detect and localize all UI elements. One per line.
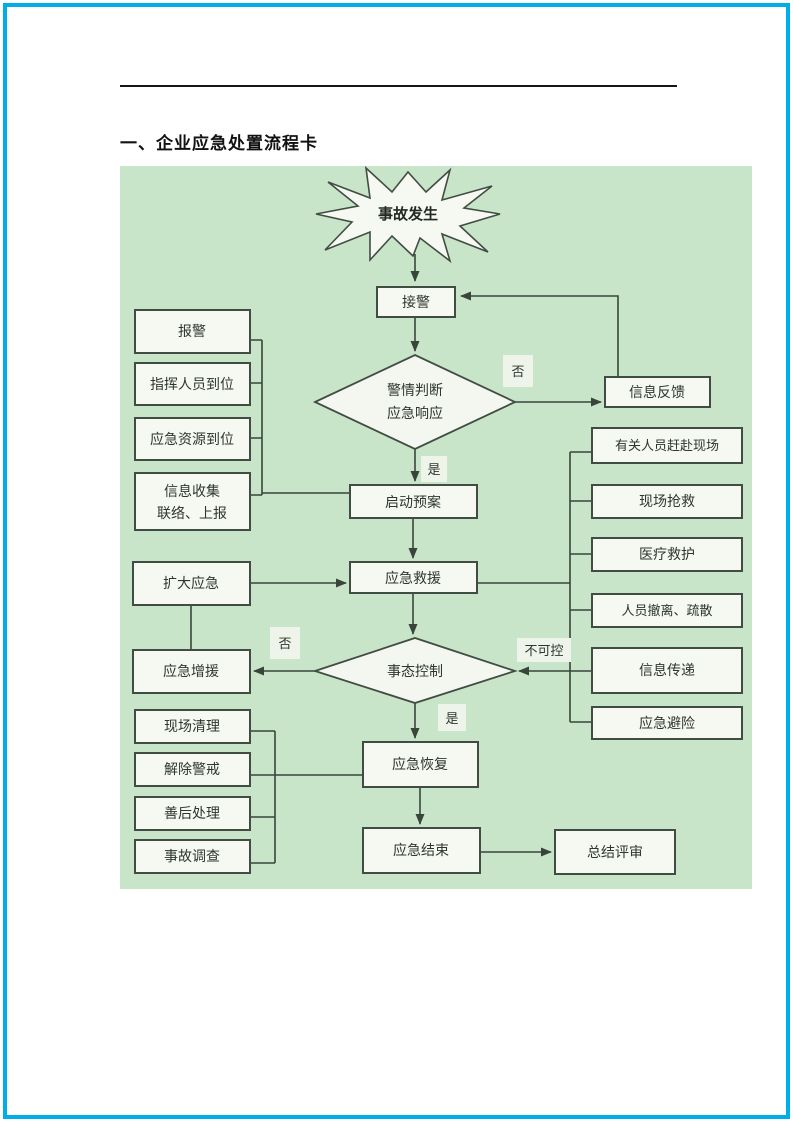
- site-rescue-label: 现场抢救: [639, 493, 695, 509]
- edge-label-no2: 否: [278, 636, 291, 651]
- node-info-collect: [134, 472, 251, 531]
- flowchart-panel: 事故发生 接警 警情判断 应急响应 否 是 启动预案 应急救援 事态控制 否 不…: [120, 166, 752, 889]
- personnel-to-site-label: 有关人员赶赴现场: [615, 438, 719, 453]
- label-bg-no2: [270, 627, 300, 659]
- decision-response-label-line1: 警情判断: [387, 382, 443, 398]
- node-commanders-in-place: [134, 362, 251, 406]
- node-review: [554, 829, 676, 875]
- edge-label-yes2: 是: [445, 711, 458, 726]
- node-rescue: [349, 561, 478, 594]
- node-reinforce: [132, 649, 251, 694]
- feedback-label: 信息反馈: [629, 384, 685, 400]
- label-bg-no1: [503, 355, 533, 387]
- evacuation-label: 人员撤离、疏散: [621, 603, 712, 618]
- risk-avoidance-label: 应急避险: [639, 715, 695, 731]
- report-label: 报警: [178, 323, 206, 339]
- node-investigation: [134, 839, 251, 874]
- expand-label: 扩大应急: [163, 575, 219, 591]
- node-site-cleanup: [134, 709, 251, 744]
- node-decision-control: [312, 637, 518, 704]
- receive-alarm-label: 接警: [402, 294, 430, 310]
- node-medical-aid: [591, 537, 743, 572]
- node-receive-alarm: [376, 286, 456, 318]
- label-bg-yes1: [421, 456, 447, 482]
- node-lift-alert: [134, 752, 251, 787]
- decision-response-label-line2: 应急响应: [387, 405, 443, 421]
- node-decision-response: [312, 354, 518, 450]
- node-feedback: [604, 376, 711, 408]
- edge-label-yes1: 是: [427, 462, 440, 477]
- node-info-transfer: [591, 647, 743, 694]
- node-site-rescue: [591, 484, 743, 519]
- lift-alert-label: 解除警戒: [164, 761, 220, 777]
- info-collect-label-line1: 信息收集: [164, 483, 220, 499]
- review-label: 总结评审: [587, 844, 643, 860]
- node-risk-avoidance: [591, 706, 743, 740]
- connector-left-group3: [250, 730, 363, 864]
- top-rule: [120, 85, 677, 87]
- recovery-label: 应急恢复: [392, 756, 448, 772]
- node-resources-in-place: [134, 417, 251, 461]
- node-start-plan: [349, 484, 478, 519]
- edge-label-no1: 否: [511, 364, 524, 379]
- node-expand: [132, 561, 251, 606]
- section-heading: 一、企业应急处置流程卡: [120, 134, 318, 153]
- label-bg-yes2: [438, 704, 466, 731]
- node-accident-burst: [315, 166, 501, 264]
- flowchart: 事故发生 接警 警情判断 应急响应 否 是 启动预案 应急救援 事态控制 否 不…: [132, 166, 743, 875]
- node-personnel-to-site: [591, 427, 743, 464]
- connector-right-group: [477, 451, 592, 723]
- label-bg-uncontrollable: [517, 638, 571, 662]
- info-transfer-label: 信息传递: [639, 662, 695, 678]
- node-end: [362, 827, 481, 874]
- site-cleanup-label: 现场清理: [164, 718, 220, 734]
- node-evacuation: [591, 593, 743, 628]
- edge-feedback-to-receive-alarm: [460, 291, 619, 377]
- investigation-label: 事故调查: [164, 848, 220, 864]
- aftermath-label: 善后处理: [164, 805, 220, 821]
- node-report: [134, 309, 251, 354]
- commanders-in-place-label: 指挥人员到位: [150, 376, 234, 392]
- node-recovery: [362, 741, 479, 788]
- edge-label-uncontrollable: 不可控: [524, 643, 563, 658]
- connector-left-group1: [250, 339, 350, 496]
- accident-burst-label: 事故发生: [378, 205, 438, 223]
- medical-aid-label: 医疗救护: [639, 546, 695, 562]
- resources-in-place-label: 应急资源到位: [150, 431, 234, 447]
- reinforce-label: 应急增援: [163, 663, 219, 679]
- node-aftermath: [134, 796, 251, 831]
- end-label: 应急结束: [393, 842, 449, 858]
- info-collect-label-line2: 联络、上报: [157, 505, 227, 521]
- start-plan-label: 启动预案: [385, 494, 441, 510]
- rescue-label: 应急救援: [385, 570, 441, 586]
- decision-control-label: 事态控制: [387, 663, 443, 679]
